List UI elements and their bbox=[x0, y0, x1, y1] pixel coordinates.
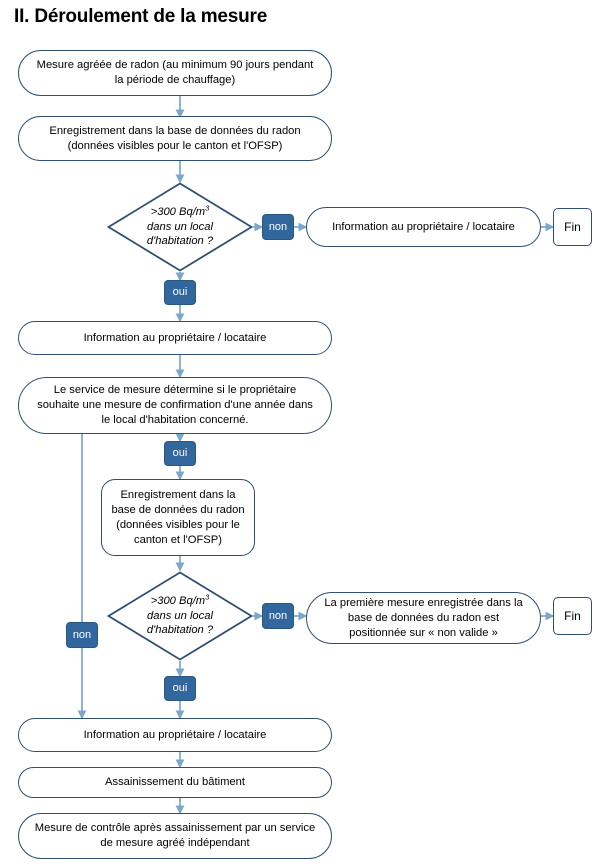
node-info-owner-2: Information au propriétaire / locataire bbox=[18, 321, 332, 355]
decision-radon-threshold-1: >300 Bq/m3 dans un local d'habitation ? bbox=[107, 182, 253, 272]
node-start-measure: Mesure agréée de radon (au minimum 90 jo… bbox=[18, 50, 332, 96]
node-end-2: Fin bbox=[553, 597, 592, 635]
decision-2-exponent: 3 bbox=[205, 592, 210, 602]
decision-2-line1: >300 Bq/m bbox=[150, 595, 206, 608]
edge-label-decision-2-no: non bbox=[262, 603, 294, 629]
node-building-remediation: Assainissement du bâtiment bbox=[18, 767, 332, 798]
decision-1-line3: d'habitation ? bbox=[146, 235, 214, 248]
decision-1-line1: >300 Bq/m bbox=[150, 206, 206, 219]
edge-label-service-yes: oui bbox=[164, 441, 196, 466]
diamond-shape bbox=[107, 182, 253, 272]
node-register-db-2: Enregistrement dans la base de données d… bbox=[101, 479, 255, 556]
decision-2-line2: dans un local bbox=[147, 609, 213, 622]
node-register-db-1: Enregistrement dans la base de données d… bbox=[18, 116, 332, 161]
decision-radon-threshold-2: >300 Bq/m3 dans un local d'habitation ? bbox=[107, 571, 253, 661]
edge-label-service-no: non bbox=[66, 622, 98, 648]
node-control-measure: Mesure de contrôle après assainissement … bbox=[18, 813, 332, 859]
edge-label-decision-1-no: non bbox=[262, 214, 294, 240]
page-title: II. Déroulement de la mesure bbox=[14, 6, 268, 27]
decision-2-line3: d'habitation ? bbox=[146, 624, 214, 637]
node-info-owner-1: Information au propriétaire / locataire bbox=[306, 207, 541, 247]
node-end-1: Fin bbox=[553, 208, 592, 246]
decision-1-label: >300 Bq/m3 dans un local d'habitation ? bbox=[107, 182, 253, 272]
decision-1-exponent: 3 bbox=[205, 203, 210, 213]
edge-label-decision-1-yes: oui bbox=[164, 280, 196, 305]
node-info-owner-3: Information au propriétaire / locataire bbox=[18, 718, 332, 752]
decision-1-line2: dans un local bbox=[147, 220, 213, 233]
edge-label-decision-2-yes: oui bbox=[164, 676, 196, 701]
node-first-measure-invalid: La première mesure enregistrée dans la b… bbox=[306, 592, 541, 644]
node-service-determines: Le service de mesure détermine si le pro… bbox=[18, 377, 332, 434]
diamond-shape bbox=[107, 571, 253, 661]
decision-2-label: >300 Bq/m3 dans un local d'habitation ? bbox=[107, 571, 253, 661]
